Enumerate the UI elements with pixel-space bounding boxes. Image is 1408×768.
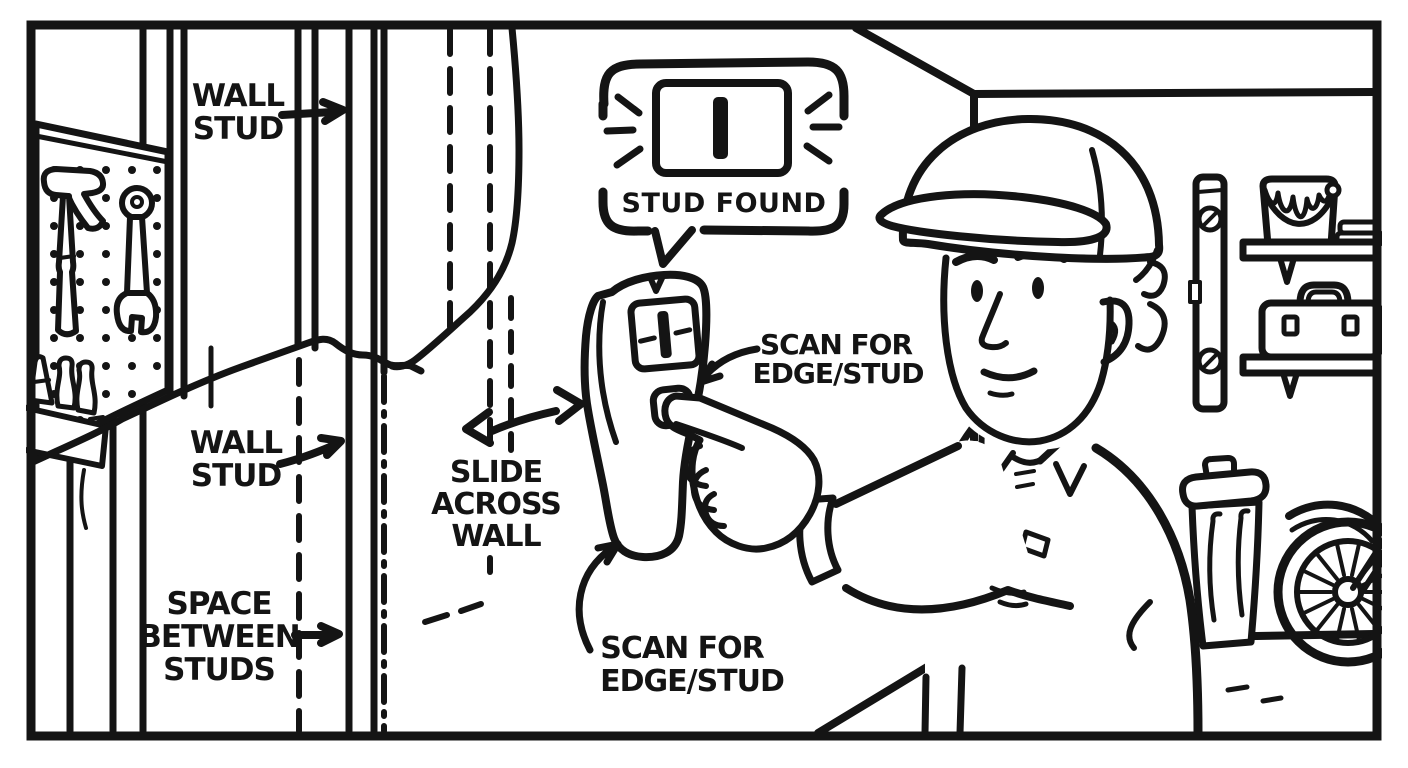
lower-shelf (1239, 281, 1384, 399)
spirit-level-icon (1188, 173, 1228, 413)
baseball-cap (875, 114, 1164, 283)
wall-stud-top-label: STUD (193, 111, 284, 147)
toolbox-icon (1258, 281, 1384, 361)
bubble-bottom-right (699, 187, 849, 236)
chin-line (987, 390, 1015, 398)
mouth (980, 367, 1038, 382)
tool-bin (13, 354, 119, 469)
text-labels: WALL STUD WALL STUD SPACE BETWEEN STUDS … (138, 78, 924, 699)
device-side-line (596, 299, 619, 445)
nose (978, 291, 1009, 351)
index-finger-line (673, 421, 745, 451)
stud-found-label: STUD FOUND (622, 188, 827, 219)
shirt-neck-lines (1014, 469, 1036, 489)
shelf-board (1239, 238, 1381, 262)
cap-brim (875, 190, 1111, 247)
lid-handle (1202, 455, 1237, 480)
trash-can-icon (1179, 455, 1270, 650)
ceiling-line (970, 88, 1378, 98)
slide-across-wall-label: WALL (451, 519, 541, 554)
wall-crack (79, 468, 88, 530)
slide-across-wall-label: SLIDE (450, 455, 542, 490)
worker (796, 114, 1203, 738)
frame-border (26, 20, 1382, 741)
space-between-arrow (291, 622, 343, 647)
paint-can-icon (1259, 175, 1342, 249)
can-lid (1179, 468, 1270, 510)
arm-fill (832, 440, 1030, 611)
device-top-notch (647, 273, 666, 294)
slide-double-arrow (462, 386, 585, 447)
cap-panel-seam (1089, 147, 1105, 258)
hammer-icon (40, 166, 107, 338)
scan-for-edge-stud-lower-label: EDGE/STUD (600, 664, 784, 699)
slide-across-wall-label: ACROSS (431, 487, 561, 522)
wall-stud-top-arrow (278, 98, 347, 125)
callout-arrows (276, 98, 761, 654)
space-between-studs-label: STUDS (163, 652, 275, 688)
torn-drywall-edge (29, 24, 523, 466)
jacket-front-edges (921, 664, 966, 737)
bubble-bottom-left (598, 187, 653, 236)
upper-shelf (1239, 175, 1386, 285)
hanging-wrench-curl (1135, 259, 1168, 353)
wrench-icon (113, 185, 160, 336)
pegboard (13, 120, 172, 469)
stud-finder-device (580, 270, 711, 562)
display-ticks (638, 327, 693, 344)
fender (1285, 500, 1384, 531)
shelf-bracket (1280, 370, 1300, 399)
wall-stud-mid-label: WALL (190, 425, 283, 461)
wall-stud-mid-arrow (276, 434, 345, 468)
shelf-board (1239, 353, 1381, 377)
scan-for-edge-stud-lower-label: SCAN FOR (600, 631, 764, 666)
arm-bottom-edge (842, 584, 1074, 614)
right-eye (1032, 277, 1044, 299)
scan-for-edge-stud-upper-label: SCAN FOR (760, 328, 912, 361)
wall-stud-mid-label: STUD (191, 458, 282, 494)
bubble-top (599, 57, 849, 121)
ceiling-diagonal (852, 24, 978, 98)
scan-lower-arrow (575, 540, 622, 654)
rays-left (603, 93, 644, 169)
fender-inner (1289, 516, 1375, 544)
floor-marks (422, 601, 1284, 704)
lapel-notch (1053, 461, 1087, 497)
ear-inner (1107, 319, 1118, 345)
arm-top-edge (832, 442, 962, 508)
hidden-stud-dashed-lines (296, 27, 514, 734)
shelf-bracket (1277, 255, 1297, 285)
space-between-studs-label: SPACE (166, 586, 271, 622)
scan-for-edge-stud-upper-label: EDGE/STUD (753, 357, 924, 390)
bubble-stud-bar (713, 97, 728, 159)
elbow-folds (989, 585, 1029, 609)
curled-fingers (682, 443, 727, 529)
ear (1099, 297, 1133, 366)
cap-back-edge (1133, 247, 1160, 283)
can-body (1188, 498, 1263, 650)
wall-stud-top-label: WALL (192, 78, 285, 114)
display-stud-bar (657, 310, 672, 359)
left-eye (971, 280, 983, 302)
rays-right (803, 91, 843, 165)
space-between-studs-label: BETWEEN (138, 619, 299, 655)
jacket-side-fold (1126, 599, 1153, 651)
hand-pressing-button (661, 392, 823, 553)
jacket-right-edge (1091, 443, 1203, 738)
scan-upper-arrow (697, 345, 761, 386)
stud-found-speech-bubble (598, 57, 849, 268)
bubble-tail (651, 226, 696, 268)
